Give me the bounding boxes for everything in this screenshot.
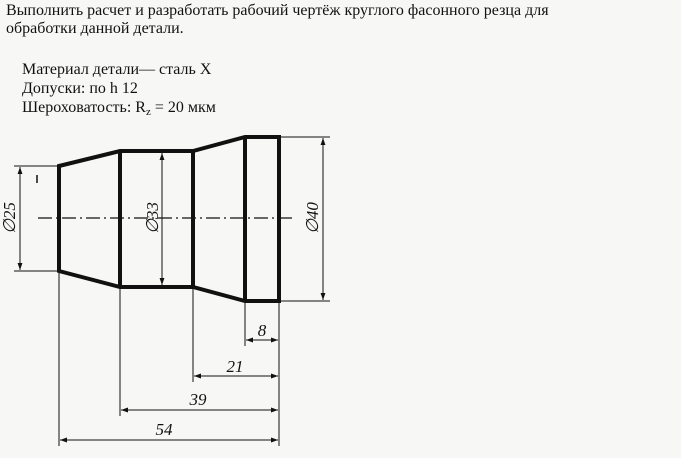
- material-line: Материал детали— сталь Х: [22, 61, 212, 78]
- dim-label-d25: ∅25: [0, 202, 19, 234]
- roughness-prefix: Шероховатость: R: [22, 99, 146, 116]
- dim-label-l39: 39: [189, 390, 208, 409]
- task-line-1: Выполнить расчет и разработать рабочий ч…: [6, 2, 549, 19]
- roughness-line: Шероховатость: Rz = 20 мкм: [22, 98, 216, 118]
- roughness-suffix: = 20 мкм: [150, 99, 216, 116]
- tolerance-line: Допуски: по h 12: [22, 80, 138, 97]
- dim-label-l8: 8: [258, 321, 267, 340]
- dim-label-d40: ∅40: [303, 202, 322, 234]
- task-line-2: обработки данной детали.: [6, 20, 184, 37]
- roughness-subscript: z: [145, 106, 151, 118]
- dim-label-d33: ∅33: [143, 202, 162, 234]
- part-outline: [57, 135, 281, 303]
- task-statement: Выполнить расчет и разработать рабочий ч…: [6, 2, 676, 38]
- dim-label-l54: 54: [156, 420, 174, 439]
- part-parameters: Материал детали— сталь Х Допуски: по h 1…: [22, 60, 216, 118]
- dim-label-l21: 21: [227, 357, 244, 376]
